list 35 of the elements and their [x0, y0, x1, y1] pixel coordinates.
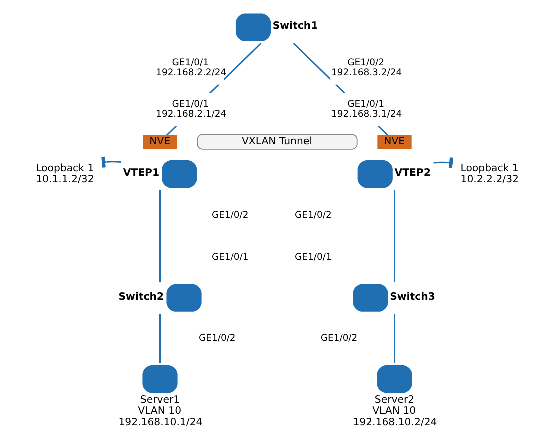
label: GE1/0/2 — [294, 210, 332, 222]
label: GE1/0/1 192.168.2.2/24 — [156, 57, 226, 79]
connector — [433, 158, 453, 169]
node-box: NVE — [377, 135, 412, 149]
node-box — [166, 284, 202, 312]
label: GE1/0/1 — [294, 252, 332, 263]
node-label: Switch1 — [272, 21, 318, 32]
node-box — [376, 365, 412, 394]
label: GE1/0/1 192.168.3.1/24 — [331, 98, 402, 120]
label: GE1/0/2 — [320, 333, 358, 344]
connector — [394, 190, 395, 282]
node-box — [357, 160, 392, 188]
node-label: VTEP1 — [122, 168, 160, 180]
node-box — [162, 160, 197, 188]
connector — [101, 156, 121, 168]
node-box: VXLAN Tunnel — [196, 134, 358, 150]
connector — [394, 314, 395, 364]
node-box — [235, 14, 271, 42]
node-label: Server2 VLAN 10 192.168.10.2/24 — [352, 395, 437, 428]
label: GE1/0/2 192.168.3.2/24 — [331, 57, 402, 79]
connector — [159, 314, 160, 364]
label: GE1/0/1 — [211, 252, 248, 263]
connector — [159, 190, 160, 282]
node-label: Server1 VLAN 10 192.168.10.1/24 — [118, 395, 202, 428]
node-label: Switch3 — [390, 292, 435, 303]
label: GE1/0/1 192.168.2.1/24 — [156, 98, 226, 120]
node-text: Loopback 1 10.2.2.2/32 — [460, 163, 519, 186]
label: GE1/0/2 — [211, 210, 248, 222]
node-box — [352, 284, 388, 312]
node-box — [142, 365, 178, 394]
node-label: Switch2 — [118, 292, 164, 303]
node-text: Loopback 1 10.1.1.2/32 — [36, 163, 94, 186]
node-label: VTEP2 — [394, 168, 430, 180]
node-box: NVE — [142, 135, 177, 149]
label: GE1/0/2 — [198, 333, 236, 344]
